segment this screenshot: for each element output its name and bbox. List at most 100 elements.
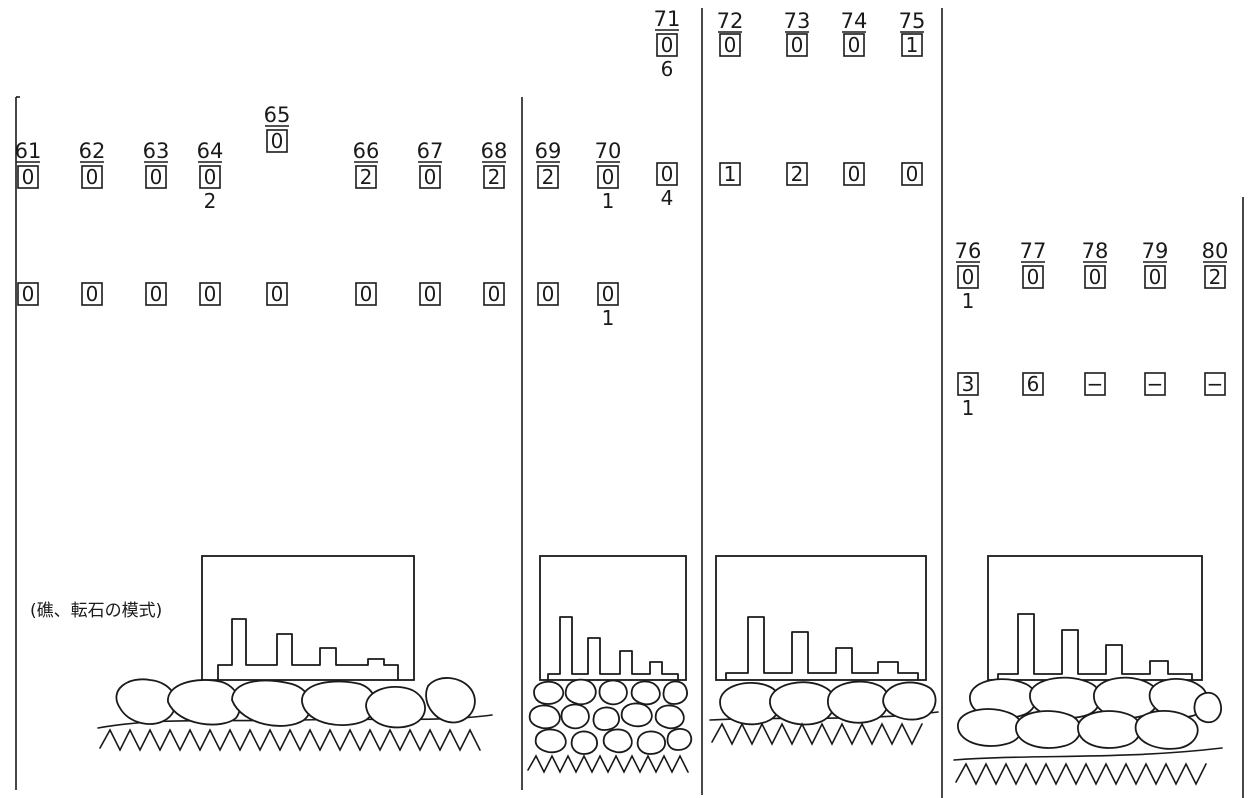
count-box-row1-frame bbox=[81, 165, 103, 189]
count-box-row1-frame bbox=[17, 165, 39, 189]
count-box-row2-frame bbox=[901, 162, 923, 186]
count-sub-row1: 6 bbox=[661, 57, 674, 81]
count-box-row2: 0 bbox=[150, 282, 163, 306]
count-box-row1: 0 bbox=[791, 33, 804, 57]
station-number: 78 bbox=[1082, 239, 1109, 263]
count-box-row2: 0 bbox=[22, 282, 35, 306]
count-box-row1-frame bbox=[597, 165, 619, 189]
count-box-row2-frame bbox=[199, 282, 221, 306]
count-box-row1: 0 bbox=[1149, 265, 1162, 289]
count-box-row2-frame bbox=[145, 282, 167, 306]
count-box-row2: 0 bbox=[848, 162, 861, 186]
count-sub-row1: 1 bbox=[962, 289, 975, 313]
station-cells: 6100620063006402065006620670068206920700… bbox=[15, 7, 1229, 420]
station-number: 70 bbox=[595, 139, 622, 163]
station-number: 69 bbox=[535, 139, 562, 163]
count-box-row1-frame bbox=[483, 165, 505, 189]
count-box-row2-frame bbox=[656, 162, 678, 186]
count-box-row1: 2 bbox=[1209, 265, 1222, 289]
count-box-row1-frame bbox=[419, 165, 441, 189]
count-box-row1: 1 bbox=[906, 33, 919, 57]
count-box-row2-frame bbox=[597, 282, 619, 306]
count-box-row1: 0 bbox=[271, 129, 284, 153]
count-box-row2: 0 bbox=[906, 162, 919, 186]
station-number: 75 bbox=[899, 9, 926, 33]
count-box-row2-frame bbox=[957, 372, 979, 396]
station-number: 74 bbox=[841, 9, 868, 33]
count-box-row2-frame bbox=[786, 162, 808, 186]
count-box-row2-frame bbox=[1084, 372, 1106, 396]
count-box-row2-frame bbox=[355, 282, 377, 306]
count-box-row2: − bbox=[1087, 372, 1104, 396]
station-number: 68 bbox=[481, 139, 508, 163]
count-box-row2: 0 bbox=[424, 282, 437, 306]
station-number: 61 bbox=[15, 139, 42, 163]
count-box-row2: 0 bbox=[204, 282, 217, 306]
count-box-row1: 0 bbox=[724, 33, 737, 57]
count-sub-row1: 1 bbox=[602, 189, 615, 213]
count-sub-row2: 4 bbox=[661, 186, 674, 210]
count-box-row2: − bbox=[1207, 372, 1224, 396]
count-box-row1: 0 bbox=[204, 165, 217, 189]
count-sub-row2: 1 bbox=[962, 396, 975, 420]
count-box-row1-frame bbox=[719, 33, 741, 57]
station-number: 79 bbox=[1142, 239, 1169, 263]
count-box-row1: 2 bbox=[542, 165, 555, 189]
count-box-row2-frame bbox=[266, 282, 288, 306]
count-box-row2: 0 bbox=[271, 282, 284, 306]
count-box-row2-frame bbox=[1204, 372, 1226, 396]
count-box-row1-frame bbox=[537, 165, 559, 189]
count-box-row1: 0 bbox=[150, 165, 163, 189]
count-box-row1-frame bbox=[786, 33, 808, 57]
count-box-row2-frame bbox=[483, 282, 505, 306]
station-number: 66 bbox=[353, 139, 380, 163]
count-box-row1-frame bbox=[957, 265, 979, 289]
schematic-caption: (礁、転石の模式) bbox=[30, 601, 162, 621]
count-box-row2: 6 bbox=[1027, 372, 1040, 396]
count-box-row2-frame bbox=[719, 162, 741, 186]
station-number: 64 bbox=[197, 139, 224, 163]
count-box-row1: 0 bbox=[602, 165, 615, 189]
count-box-row1: 0 bbox=[962, 265, 975, 289]
station-number: 62 bbox=[79, 139, 106, 163]
count-box-row1-frame bbox=[901, 33, 923, 57]
count-box-row1: 2 bbox=[360, 165, 373, 189]
schematic-medium-boulders bbox=[709, 555, 939, 746]
count-sub-row2: 1 bbox=[602, 306, 615, 330]
count-box-row2-frame bbox=[17, 282, 39, 306]
count-box-row2: 0 bbox=[661, 162, 674, 186]
station-number: 67 bbox=[417, 139, 444, 163]
count-box-row2: 0 bbox=[602, 282, 615, 306]
count-box-row2-frame bbox=[537, 282, 559, 306]
count-box-row2-frame bbox=[843, 162, 865, 186]
count-box-row1-frame bbox=[266, 129, 288, 153]
count-box-row1: 2 bbox=[488, 165, 501, 189]
count-box-row1-frame bbox=[1022, 265, 1044, 289]
count-box-row2: 1 bbox=[724, 162, 737, 186]
station-number: 65 bbox=[264, 103, 291, 127]
count-box-row2-frame bbox=[419, 282, 441, 306]
count-box-row2: 0 bbox=[542, 282, 555, 306]
station-number: 77 bbox=[1020, 239, 1047, 263]
count-box-row2: 0 bbox=[360, 282, 373, 306]
section-dividers bbox=[15, 8, 1244, 798]
schematic-stacked-boulders bbox=[953, 555, 1223, 786]
schematic-small-stones bbox=[527, 555, 693, 774]
count-box-row1: 0 bbox=[22, 165, 35, 189]
count-box-row1-frame bbox=[1084, 265, 1106, 289]
station-number: 73 bbox=[784, 9, 811, 33]
count-box-row1-frame bbox=[355, 165, 377, 189]
count-box-row2: 3 bbox=[962, 372, 975, 396]
station-number: 76 bbox=[955, 239, 982, 263]
station-number: 80 bbox=[1202, 239, 1229, 263]
count-box-row1: 0 bbox=[86, 165, 99, 189]
station-number: 71 bbox=[654, 7, 681, 31]
count-box-row1-frame bbox=[656, 33, 678, 57]
count-box-row1-frame bbox=[1144, 265, 1166, 289]
count-sub-row1: 2 bbox=[204, 189, 217, 213]
station-number: 63 bbox=[143, 139, 170, 163]
count-box-row2: 0 bbox=[488, 282, 501, 306]
count-box-row1: 0 bbox=[1027, 265, 1040, 289]
count-box-row2: 0 bbox=[86, 282, 99, 306]
